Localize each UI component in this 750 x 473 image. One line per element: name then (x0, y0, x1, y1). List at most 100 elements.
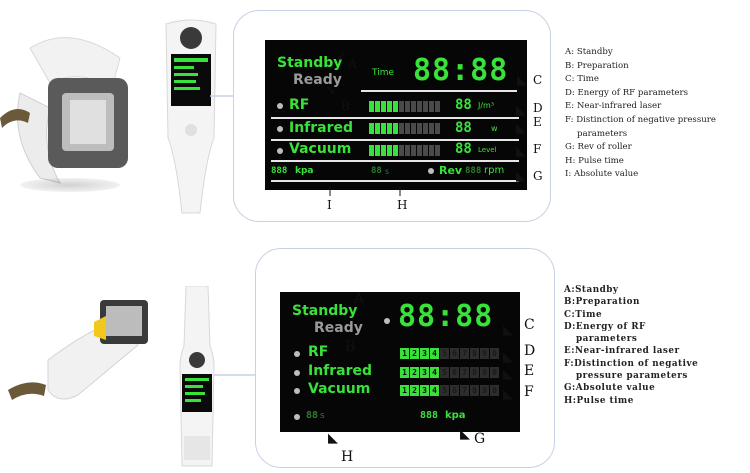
vacuum-label: Vacuum (289, 141, 352, 157)
legend-item: A:Standby (564, 285, 619, 295)
marker-e-arrow: ◣ (503, 367, 513, 382)
legend-item: H:Pulse time (564, 395, 634, 406)
marker-f-arrow: ◣ (516, 144, 526, 159)
marker-h: H (341, 449, 354, 465)
rev-value: 888 (465, 166, 482, 176)
ready-label: Ready (314, 320, 363, 336)
legend-item: F: Distinction of negative pressure (565, 114, 716, 125)
standby-dot (384, 318, 390, 324)
infrared-label: Infrared (308, 363, 373, 379)
divider-line (271, 160, 519, 162)
legend-item: parameters (577, 128, 628, 139)
seconds-unit: s (385, 167, 390, 176)
marker-a: A (348, 57, 357, 71)
legend-item: A: Standby (565, 47, 613, 57)
lcd-display: Standby Ready Time 88:88 RF 88 J/m³ Infr… (265, 40, 527, 190)
infrared-value: 88 (455, 120, 472, 136)
legend-item: G:Absolute value (564, 383, 656, 394)
infrared-unit: w (491, 124, 498, 133)
marker-b: B (345, 339, 356, 355)
legend-list: A: Standby B: Preparation C: Time D: Ene… (565, 46, 747, 182)
marker-a: A (354, 291, 365, 307)
seconds-value: 88 (371, 166, 382, 176)
legend-item: H: Pulse time (565, 155, 624, 166)
divider-line (271, 180, 519, 182)
legend-list: A:Standby B:Preparation C:Time D:Energy … (564, 284, 748, 407)
vacuum-dot (294, 388, 300, 394)
legend-item: F:Distinction of negative (564, 358, 699, 369)
marker-d-arrow: ◣ (503, 350, 513, 365)
marker-h: H (397, 198, 408, 212)
divider-line (271, 139, 519, 141)
vacuum-unit: Level (478, 146, 497, 154)
standby-label: Standby (277, 55, 343, 71)
rev-dot (428, 168, 434, 174)
legend-item: B:Preparation (564, 297, 640, 308)
kpa-unit: kpa (295, 166, 314, 176)
rev-label: Rev (439, 164, 463, 177)
infrared-label: Infrared (289, 120, 354, 136)
marker-d: D (533, 101, 543, 115)
marker-f-arrow: ◣ (503, 387, 513, 402)
seconds-value: 88 (306, 410, 319, 421)
vacuum-level-bars (369, 145, 440, 156)
marker-i: I (327, 198, 332, 212)
marker-c-arrow: ◣ (503, 323, 513, 338)
laser-handpiece-image (8, 300, 148, 400)
ready-label: Ready (293, 72, 342, 88)
marker-e-arrow: ◣ (516, 121, 526, 136)
divider-line (361, 90, 517, 92)
divider-line (271, 117, 519, 119)
legend-item: C: Time (565, 74, 599, 85)
seconds-unit: s (320, 411, 325, 421)
marker-b-arrow: ↘ (325, 83, 336, 98)
kpa-value: 888 (420, 410, 439, 421)
rf-level-bars (369, 101, 440, 112)
marker-leader-lines (329, 186, 401, 196)
legend-item: E: Near-infrared laser (565, 101, 662, 112)
rev-unit: rpm (484, 165, 505, 176)
kpa-unit: kpa (445, 410, 466, 421)
legend-item: G: Rev of roller (565, 142, 632, 153)
handheld-controller-image (179, 286, 215, 467)
marker-b: B (341, 99, 350, 113)
marker-h-arrow: ◣ (328, 431, 338, 446)
legend-item: pressure parameters (576, 371, 688, 382)
legend-item: parameters (576, 334, 638, 345)
top-panel: Standby Ready Time 88:88 RF 88 J/m³ Infr… (0, 0, 750, 232)
time-digits: 88:88 (413, 53, 509, 88)
handheld-controller-image (165, 19, 217, 214)
infrared-dot (294, 370, 300, 376)
marker-c: C (524, 317, 535, 333)
standby-label: Standby (292, 303, 358, 319)
rf-value: 88 (455, 97, 472, 113)
marker-d-arrow: ◣ (516, 103, 526, 118)
marker-g: G (533, 169, 543, 183)
marker-d: D (524, 343, 536, 359)
infrared-level-bars (369, 123, 440, 134)
marker-f: F (533, 142, 542, 156)
marker-e: E (524, 363, 535, 379)
legend-item: I: Absolute value (565, 169, 639, 180)
marker-g-arrow: ◣ (516, 169, 526, 184)
rf-dot (277, 103, 283, 109)
rf-dot (294, 351, 300, 357)
legend-item: B: Preparation (565, 60, 629, 71)
roller-handpiece-image (0, 37, 128, 184)
rf-unit: J/m³ (478, 101, 495, 110)
vacuum-dot (277, 148, 283, 154)
seconds-dot (294, 414, 300, 420)
legend-item: D: Energy of RF parameters (565, 87, 689, 98)
legend-item: E:Near-infrared laser (564, 346, 680, 357)
device-shadow (20, 178, 120, 192)
vacuum-value: 88 (455, 141, 472, 157)
marker-c-arrow: ◣ (517, 73, 527, 88)
time-digits: 88:88 (398, 299, 494, 334)
infrared-dot (277, 126, 283, 132)
rf-label: RF (308, 344, 329, 360)
vacuum-label: Vacuum (308, 381, 371, 397)
rf-label: RF (289, 97, 310, 113)
marker-g: G (474, 431, 486, 447)
